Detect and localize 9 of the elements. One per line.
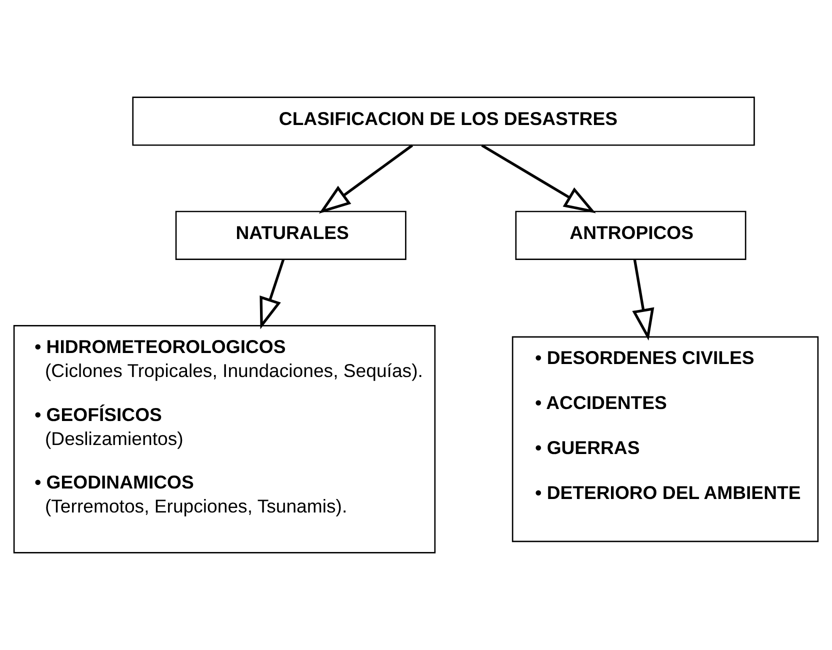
arrow (481, 144, 596, 214)
node-box: NATURALES (175, 210, 406, 260)
arrow (318, 144, 414, 214)
node-box: • HIDROMETEOROLOGICOS (Ciclones Tropicales, Inundaciones, Sequías). • GEOFÍSICOS (Deslizamientos) • GEODINAMICOS (Terremotos, Erupciones, Tsunamis). (13, 325, 436, 554)
node-box: • DESORDENES CIVILES • ACCIDENTES • GUERRAS • DETERIORO DEL AMBIENTE (512, 336, 819, 542)
arrow (260, 258, 285, 330)
arrow (632, 259, 654, 341)
node-box: CLASIFICACION DE LOS DESASTRES (132, 96, 755, 146)
node-box: ANTROPICOS (515, 210, 746, 260)
